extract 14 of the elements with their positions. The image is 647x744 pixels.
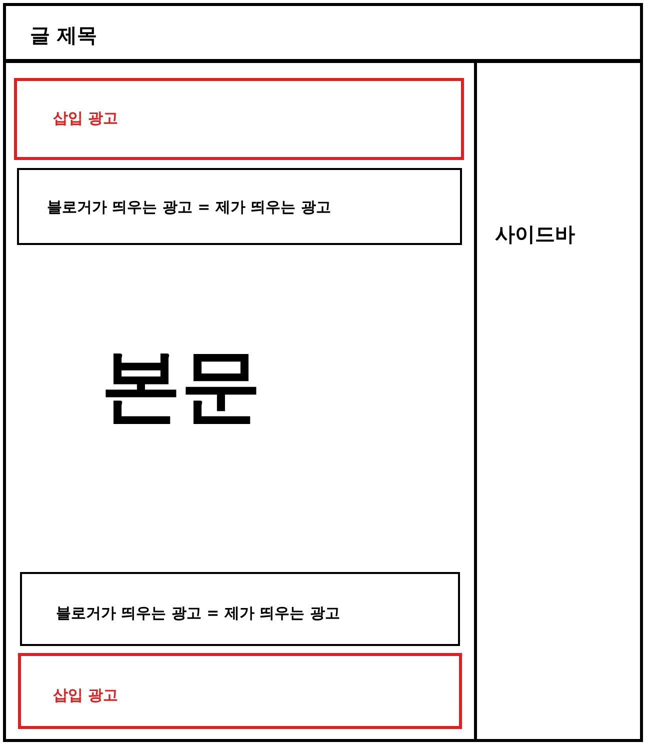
title-bar — [3, 3, 643, 62]
ad-slot — [18, 653, 462, 729]
ad-slot — [20, 572, 460, 646]
sidebar-label: 사이드바 — [495, 221, 575, 248]
main-content-panel — [3, 60, 477, 742]
ad-label: 블로거가 띄우는 광고 = 제가 띄우는 광고 — [56, 604, 340, 623]
ad-slot — [14, 78, 464, 160]
sidebar-panel — [474, 60, 643, 742]
ad-slot — [17, 168, 462, 245]
page-title: 글 제목 — [30, 22, 97, 49]
ad-label: 삽입 광고 — [53, 109, 118, 128]
content-heading: 본문 — [101, 338, 261, 434]
ad-label: 블로거가 띄우는 광고 = 제가 띄우는 광고 — [47, 198, 331, 217]
ad-label: 삽입 광고 — [53, 686, 118, 705]
